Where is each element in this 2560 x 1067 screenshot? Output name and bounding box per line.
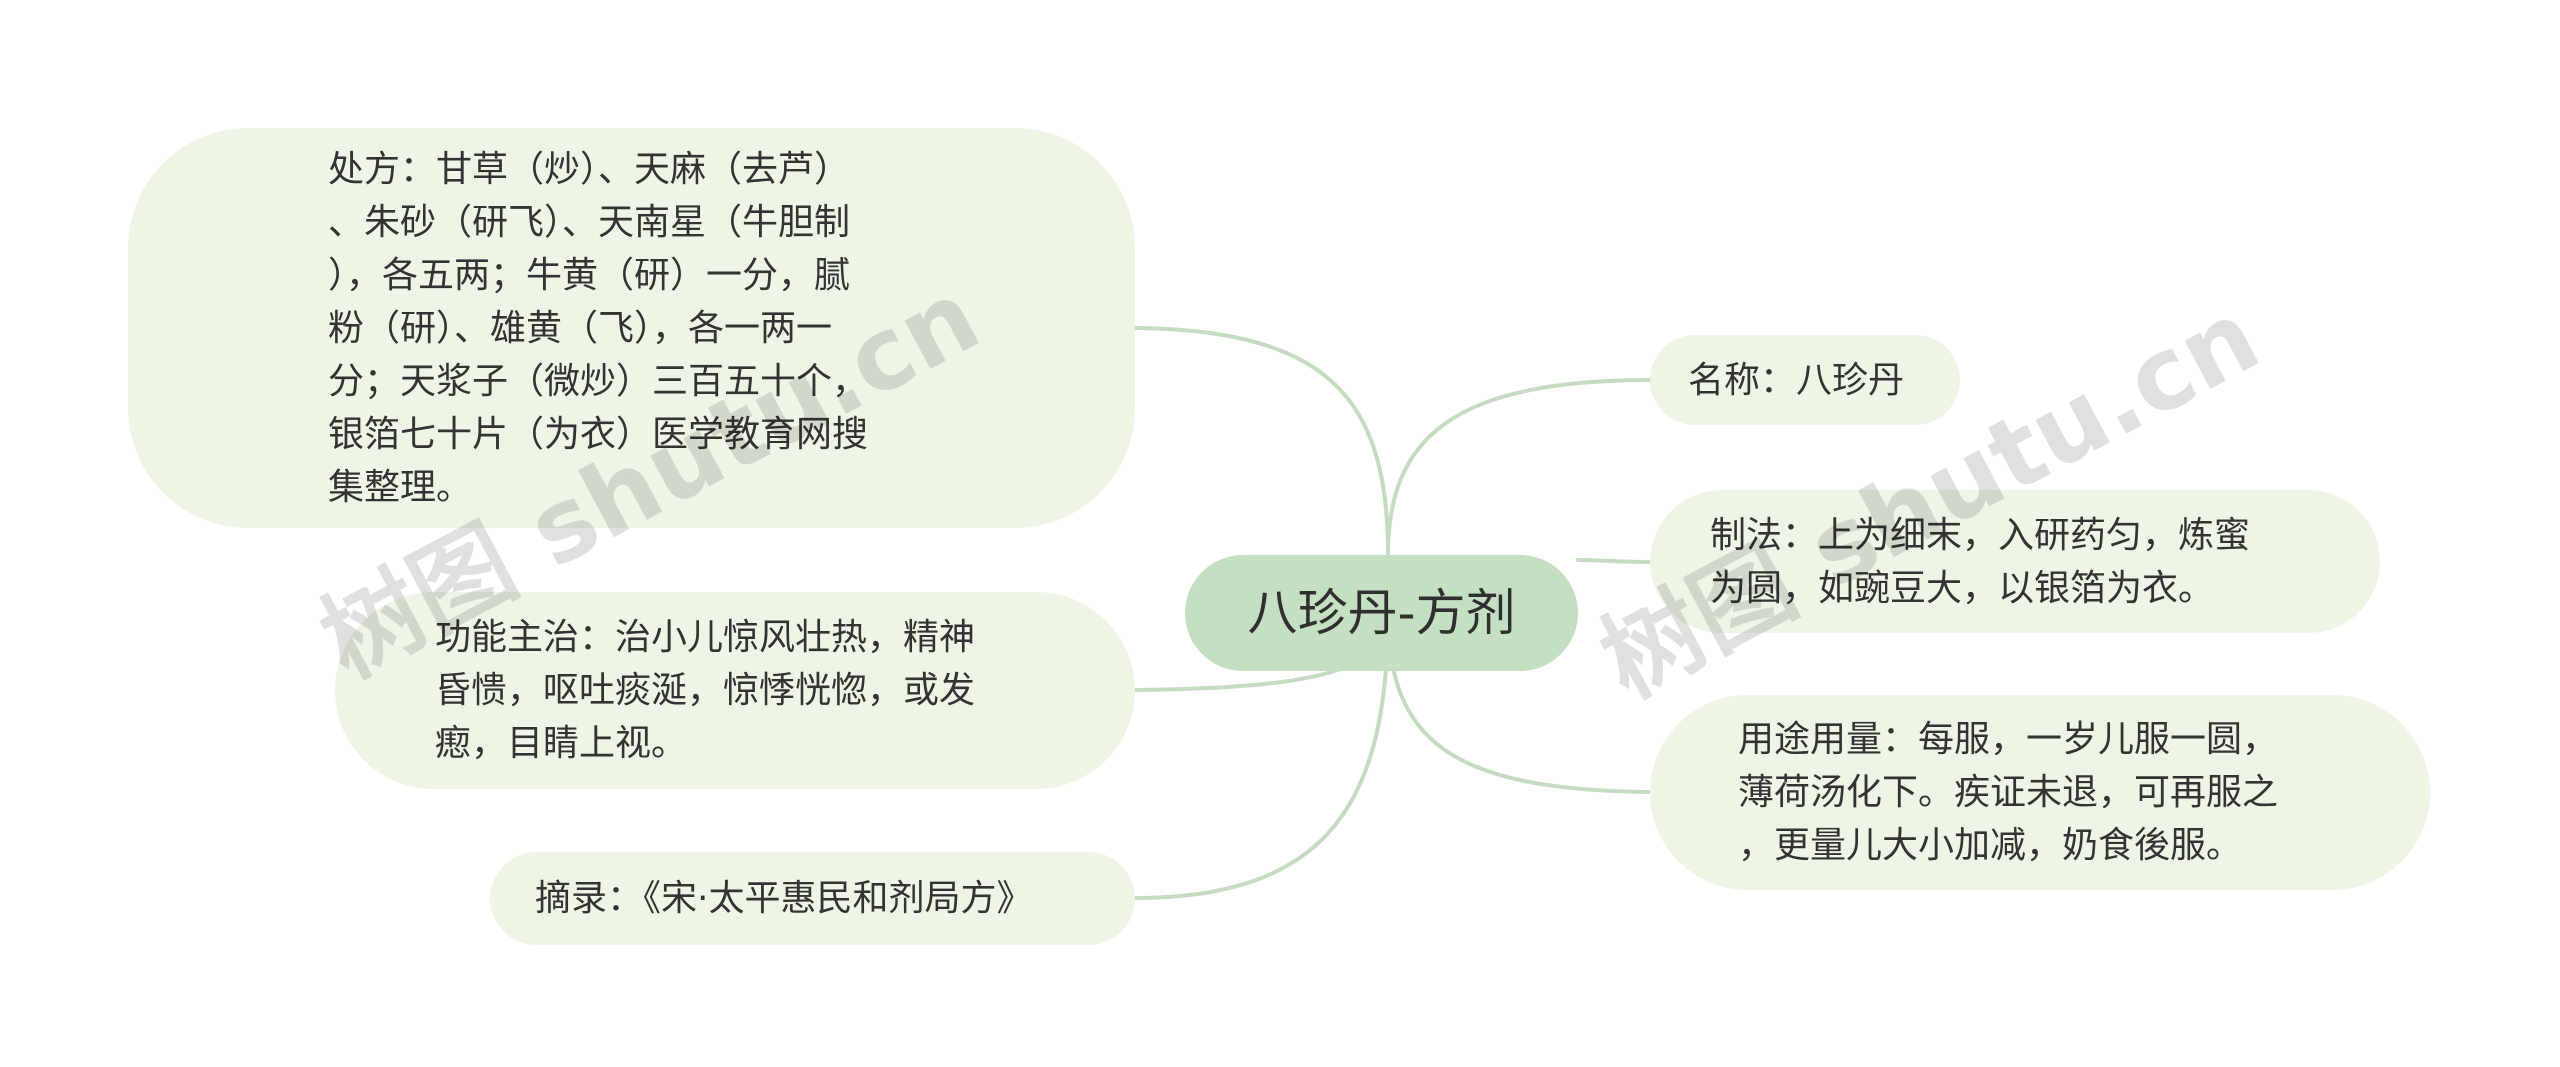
node-dosage[interactable]: 用途用量：每服，一岁儿服一圆， 薄荷汤化下。疾证未退，可再服之 ，更量儿大小加减…: [1650, 695, 2430, 890]
node-dosage-text: 用途用量：每服，一岁儿服一圆， 薄荷汤化下。疾证未退，可再服之 ，更量儿大小加减…: [1738, 719, 2279, 866]
connector-prescription: [1133, 326, 1390, 557]
connector-name: [1386, 378, 1652, 557]
node-prescription-text: 处方：甘草（炒）、天麻（去芦） 、朱砂（研飞）、天南星（牛胆制 ），各五两；牛黄…: [328, 148, 869, 508]
node-indications[interactable]: 功能主治：治小儿惊风壮热，精神 昏愦，呕吐痰涎，惊悸恍惚，或发 瘛，目睛上视。: [335, 592, 1135, 789]
node-name[interactable]: 名称：八珍丹: [1650, 335, 1960, 425]
node-indications-text: 功能主治：治小儿惊风壮热，精神 昏愦，呕吐痰涎，惊悸恍惚，或发 瘛，目睛上视。: [435, 617, 976, 764]
node-prescription[interactable]: 处方：甘草（炒）、天麻（去芦） 、朱砂（研飞）、天南星（牛胆制 ），各五两；牛黄…: [128, 128, 1135, 528]
node-preparation-text: 制法：上为细末，入研药匀，炼蜜 为圆，如豌豆大，以银箔为衣。: [1710, 514, 2251, 609]
node-source[interactable]: 摘录：《宋·太平惠民和剂局方》: [490, 852, 1135, 945]
connector-preparation: [1576, 558, 1652, 564]
node-name-text: 名称：八珍丹: [1688, 359, 1905, 401]
node-preparation[interactable]: 制法：上为细末，入研药匀，炼蜜 为圆，如豌豆大，以银箔为衣。: [1650, 490, 2380, 633]
node-source-text: 摘录：《宋·太平惠民和剂局方》: [535, 878, 1033, 919]
connector-source: [1133, 611, 1390, 900]
root-node[interactable]: 八珍丹-方剂: [1185, 555, 1578, 671]
root-title: 八珍丹-方剂: [1247, 584, 1516, 642]
